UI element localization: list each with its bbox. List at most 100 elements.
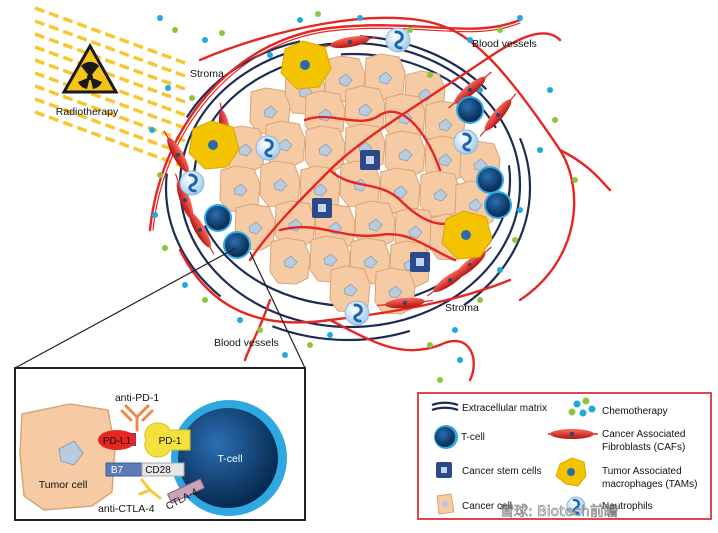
chemotherapy-dot <box>282 352 288 358</box>
legend: Extracellular matrix Chemotherapy T-cell… <box>417 392 712 520</box>
blood-vessels-top-label: Blood vessels <box>472 38 537 50</box>
legend-label-chemotherapy: Chemotherapy <box>602 406 668 417</box>
chemotherapy-dot <box>315 11 321 17</box>
cd28-label: CD28 <box>145 465 171 476</box>
cancer-cell <box>419 170 461 218</box>
chemotherapy-dot <box>202 37 208 43</box>
cancer-stem-cell <box>312 198 332 218</box>
radiation-beam <box>34 6 186 65</box>
tams <box>188 40 493 260</box>
pd-l1-receptor <box>98 430 136 450</box>
cancer-cell <box>384 130 426 178</box>
chemotherapy-dot <box>497 27 503 33</box>
chemotherapy-dot <box>467 37 473 43</box>
legend-label-tam-line1: Tumor Associated <box>602 466 682 477</box>
radiotherapy-label: Radiotherapy <box>56 106 119 118</box>
chemotherapy-dot <box>512 237 518 243</box>
chemotherapy-dot <box>149 127 155 133</box>
legend-label-caf-line2: Fibroblasts (CAFs) <box>602 442 685 453</box>
legend-label-cancer-cell: Cancer cell <box>462 501 512 512</box>
ctla4-receptor <box>166 478 206 504</box>
radiation-beam <box>34 97 186 156</box>
legend-label-neutrophils: Neutrophils <box>602 501 653 512</box>
chemotherapy-dot <box>219 30 225 36</box>
chemotherapy-dot <box>157 172 163 178</box>
chemotherapy-dot <box>157 15 163 21</box>
inset-t-cell <box>178 408 278 508</box>
chemotherapy-dot <box>497 267 503 273</box>
legend-cancer-cell-icon <box>436 493 455 515</box>
chemotherapy-dot <box>257 327 263 333</box>
stroma-top-label: Stroma <box>190 68 224 80</box>
chemotherapy-dot <box>165 85 171 91</box>
legend-caf-icon <box>548 429 598 439</box>
t-cell <box>456 96 484 124</box>
immune-checkpoint-inset: Tumor cell T-cell anti-PD-1 PD-L1 PD-1 B… <box>14 367 306 521</box>
legend-t-cell-icon <box>434 425 458 449</box>
radiation-beam <box>34 45 186 104</box>
chemotherapy-dot <box>552 117 558 123</box>
chemotherapy-dot <box>307 342 313 348</box>
zoom-lines <box>14 247 306 369</box>
cancer-cell <box>329 265 371 313</box>
legend-label-tam-line2: macrophages (TAMs) <box>602 479 697 490</box>
t-cell <box>223 231 251 259</box>
neutrophil <box>344 300 370 326</box>
chemotherapy-dot <box>172 27 178 33</box>
chemotherapy-dot <box>427 72 433 78</box>
inset-t-cell-label: T-cell <box>217 453 242 465</box>
neutrophil <box>453 129 479 155</box>
legend-label-t-cell: T-cell <box>461 432 485 443</box>
cafs <box>163 35 517 309</box>
legend-tam-icon <box>555 457 587 487</box>
caf-cell <box>479 93 517 137</box>
neutrophils <box>179 27 479 326</box>
t-cell <box>476 166 504 194</box>
cancer-cell <box>269 237 311 285</box>
cancer-stem-cell <box>410 252 430 272</box>
tam-cell <box>441 210 493 260</box>
chemotherapy-dot <box>297 17 303 23</box>
pd-1-label: PD-1 <box>159 436 182 447</box>
stroma-bottom-label: Stroma <box>445 302 479 314</box>
anti-ctla4-antibody-icon <box>138 478 162 500</box>
legend-label-ecm: Extracellular matrix <box>462 403 547 414</box>
watermark: 雪球: Biotech前瞻 <box>500 503 618 520</box>
neutrophil <box>385 27 411 53</box>
b7-label: B7 <box>111 465 124 476</box>
anti-pd1-label: anti-PD-1 <box>115 392 160 404</box>
chemotherapy-dot <box>189 95 195 101</box>
caf-cell <box>377 297 433 309</box>
chemotherapy-dot <box>427 342 433 348</box>
chemotherapy-dot <box>267 52 273 58</box>
neutrophil <box>255 135 281 161</box>
chemotherapy-dot <box>152 212 158 218</box>
chemotherapy-dot <box>327 332 333 338</box>
radiation-beam <box>34 19 186 78</box>
cd28-receptor <box>141 462 185 477</box>
legend-chemotherapy-icon <box>568 397 596 417</box>
t-cell <box>484 191 512 219</box>
legend-label-caf-line1: Cancer Associated <box>602 429 685 440</box>
cancer-stem-cells <box>312 150 430 272</box>
chemotherapy-dot <box>517 207 523 213</box>
chemotherapy-dot <box>547 87 553 93</box>
pd-l1-label: PD-L1 <box>103 436 132 447</box>
caf-cell <box>163 130 193 180</box>
t-cell <box>204 204 232 232</box>
legend-ecm-icon <box>431 401 459 412</box>
caf-cell <box>185 205 215 255</box>
cancer-cell <box>259 160 301 208</box>
inset-tumor-cell-label: Tumor cell <box>39 479 88 491</box>
blood-vessels-bottom-label: Blood vessels <box>214 337 279 349</box>
chemotherapy-dot <box>202 297 208 303</box>
radiation-hazard-icon <box>61 42 119 94</box>
radiation-beam <box>34 84 186 143</box>
tam-cell <box>280 40 332 90</box>
anti-ctla4-label: anti-CTLA-4 <box>98 503 155 515</box>
chemotherapy-dot <box>477 297 483 303</box>
caf-cell <box>426 263 474 297</box>
chemotherapy-dot <box>537 147 543 153</box>
cancer-stem-cell <box>360 150 380 170</box>
